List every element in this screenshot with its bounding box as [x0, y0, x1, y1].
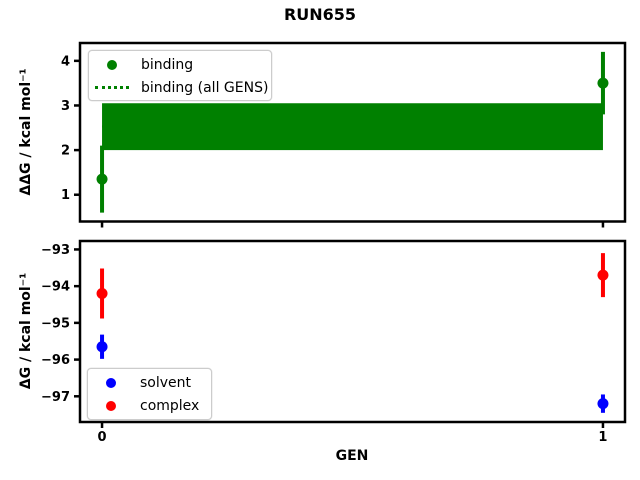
complex-data-point: [96, 288, 108, 300]
complex-dot-icon: [94, 400, 128, 411]
legend-binding: binding binding (all GENS): [88, 50, 272, 101]
x-axis-label: GEN: [335, 448, 369, 464]
y-tick-label: 2: [61, 144, 70, 159]
solvent-data-point: [96, 341, 108, 353]
legend-item-complex: complex: [88, 394, 203, 417]
legend-solvent-complex: solvent complex: [87, 368, 212, 420]
y-tick-label: 1: [61, 188, 70, 203]
y-tick-label: −93: [41, 243, 70, 258]
legend-item-solvent: solvent: [88, 371, 203, 394]
y-tick-label: 4: [61, 54, 70, 69]
legend-item-label: solvent: [140, 374, 192, 391]
x-tick-label: 1: [598, 430, 607, 445]
binding-dot-icon: [95, 59, 129, 70]
binding-data-point: [597, 77, 609, 89]
legend-item-label: binding: [141, 56, 194, 73]
y-tick-label: −96: [41, 353, 70, 368]
complex-data-point: [597, 269, 609, 281]
solvent-data-point: [597, 398, 609, 410]
y-tick-label: −94: [41, 280, 70, 295]
legend-item-binding: binding: [89, 53, 263, 76]
solvent-dot-icon: [94, 377, 128, 388]
axes-frame: [78, 41, 627, 223]
figure-title: RUN655: [283, 5, 357, 24]
axes-frame: [78, 239, 627, 424]
x-tick-label: 0: [98, 430, 107, 445]
legend-item-label: complex: [140, 397, 200, 414]
binding-dotted-line-icon: [95, 86, 129, 89]
y-tick-label: −95: [41, 316, 70, 331]
binding-data-point: [96, 173, 108, 185]
y-tick-label: 3: [61, 99, 70, 114]
y-tick-label: −97: [41, 390, 70, 405]
legend-item-label: binding (all GENS): [141, 79, 269, 96]
legend-item-binding-all-gens: binding (all GENS): [89, 76, 268, 99]
confidence-band: [102, 103, 603, 151]
